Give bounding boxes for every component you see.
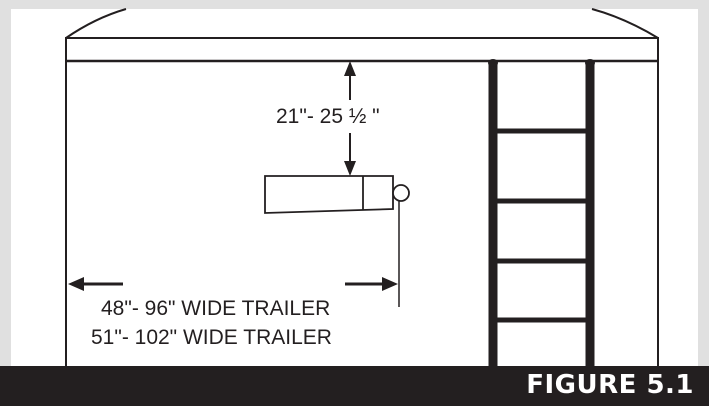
mounting-bracket [264, 175, 394, 214]
vertical-dim-arrowhead-down [344, 161, 356, 176]
trailer-width-label-2: 51"- 102" WIDE TRAILER [91, 326, 332, 349]
trailer-roof-curve [65, 8, 659, 39]
ladder-rail-cap-right [585, 59, 595, 67]
width-dim-arrowhead-right [382, 277, 398, 291]
ladder-rail-cap-left [488, 59, 498, 67]
trailer-body-outline [65, 37, 659, 366]
vertical-dimension-label: 21"- 25 ½ " [276, 105, 380, 128]
frame-border-left [0, 0, 11, 366]
figure-banner [0, 366, 709, 406]
trailer-width-label-1: 48"- 96" WIDE TRAILER [101, 297, 331, 320]
vertical-dim-arrowhead-up [344, 61, 356, 76]
frame-border-right [698, 0, 709, 366]
bracket-pivot-circle [392, 184, 410, 202]
width-dim-arrowhead-left [68, 277, 84, 291]
frame-border-top [0, 0, 709, 9]
figure-label: FIGURE 5.1 [526, 370, 694, 400]
